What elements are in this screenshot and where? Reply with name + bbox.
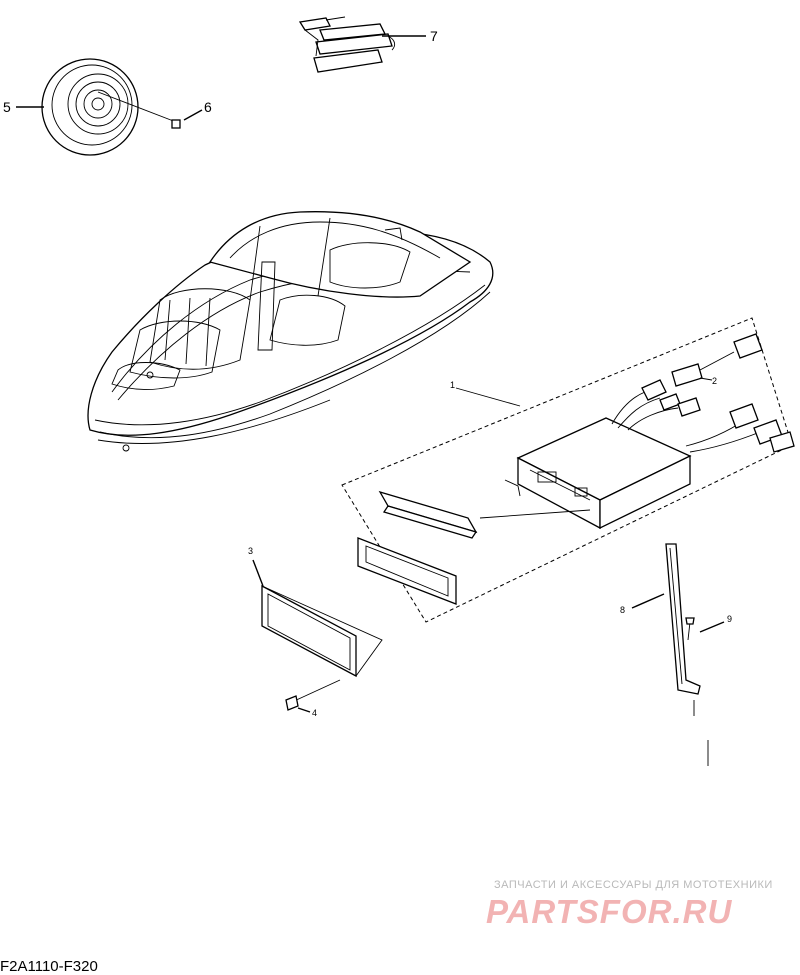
part-8-bracket bbox=[665, 543, 701, 695]
callout-4: 4 bbox=[312, 708, 317, 718]
part-9-screw bbox=[685, 617, 695, 641]
part-4-screw bbox=[285, 679, 341, 711]
callout-7: 7 bbox=[430, 28, 438, 44]
callout-1: 1 bbox=[450, 380, 455, 390]
callout-3: 3 bbox=[248, 546, 253, 556]
callout-2: 2 bbox=[712, 376, 717, 386]
part-3-cover bbox=[261, 584, 383, 678]
radio-head-unit bbox=[504, 417, 692, 530]
watermark-logo: PARTSFOR.RU bbox=[486, 893, 733, 930]
callout-9: 9 bbox=[727, 614, 732, 624]
part-7-cable-assembly bbox=[298, 16, 396, 73]
trim-plate bbox=[378, 490, 591, 539]
diagram-code: F2A1110-F320 bbox=[0, 958, 98, 975]
boat-illustration bbox=[87, 211, 494, 452]
callout-6: 6 bbox=[204, 99, 212, 115]
part-6-screw bbox=[97, 91, 181, 129]
callout-8: 8 bbox=[620, 605, 625, 615]
mounting-frame bbox=[357, 537, 457, 605]
part-5-speaker bbox=[41, 58, 139, 156]
wiring-harness bbox=[611, 333, 795, 453]
callout-5: 5 bbox=[3, 99, 11, 115]
watermark-tagline: ЗАПЧАСТИ И АКСЕССУАРЫ ДЛЯ МОТОТЕХНИКИ bbox=[494, 879, 773, 891]
